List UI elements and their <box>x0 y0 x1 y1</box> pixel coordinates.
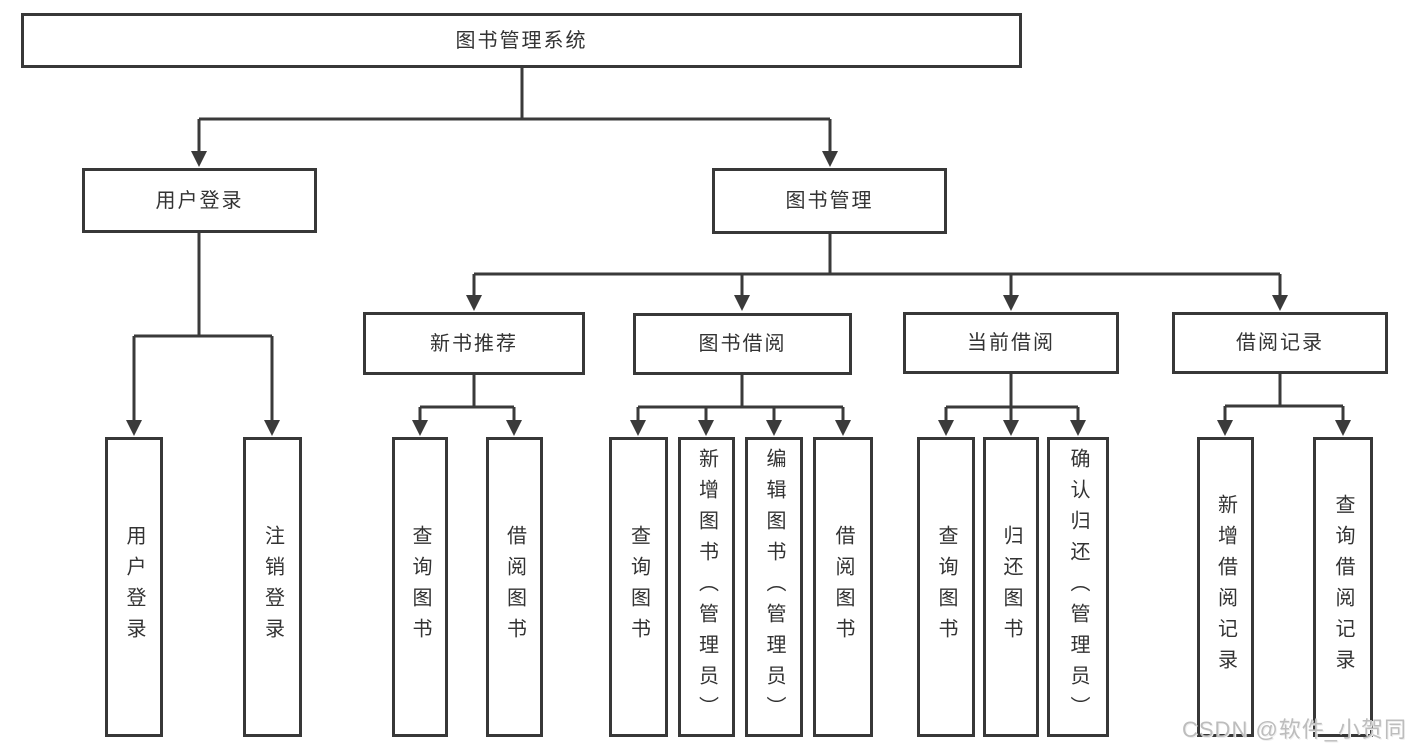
leaf-newbook-borrow-label: 借阅图书 <box>503 525 526 649</box>
arrowheads-currentborrow-to-leaves <box>938 420 1086 436</box>
arrowheads-bookmgmt-to-level3 <box>466 295 1288 311</box>
node-new-book-recommend: 新书推荐 <box>363 312 585 375</box>
leaf-current-confirm-admin-label: 确认归还（管理员） <box>1067 447 1089 727</box>
node-book-management: 图书管理 <box>712 168 947 234</box>
leaf-borrow-edit-admin-label: 编辑图书（管理员） <box>763 447 785 727</box>
leaf-user-login-label: 用户登录 <box>123 525 145 649</box>
node-borrow-record-label: 借阅记录 <box>1236 332 1324 354</box>
csdn-watermark: CSDN @软件_小贺同学 <box>1182 717 1405 742</box>
node-book-borrow-label: 图书借阅 <box>698 333 787 355</box>
node-book-borrow: 图书借阅 <box>633 313 852 375</box>
leaf-current-query-label: 查询图书 <box>935 525 957 649</box>
arrowheads-borrowrecord-to-leaves <box>1217 420 1351 436</box>
connector-root-to-level2 <box>197 68 832 152</box>
node-root-system-label: 图书管理系统 <box>455 29 588 52</box>
connector-bookborrow-to-leaves <box>636 375 845 421</box>
leaf-newbook-borrow: 借阅图书 <box>486 437 543 737</box>
node-current-borrow: 当前借阅 <box>903 312 1119 374</box>
leaf-borrow-book: 借阅图书 <box>813 437 873 737</box>
node-new-book-recommend-label: 新书推荐 <box>430 332 518 355</box>
arrowheads-bookborrow-to-leaves <box>630 420 851 436</box>
connector-bookmgmt-to-level3 <box>472 234 1282 296</box>
leaf-record-add: 新增借阅记录 <box>1197 437 1254 737</box>
node-borrow-record: 借阅记录 <box>1172 312 1388 374</box>
leaf-logout: 注销登录 <box>243 437 302 737</box>
leaf-borrow-query-label: 查询图书 <box>627 525 650 649</box>
leaf-newbook-query-label: 查询图书 <box>409 525 431 649</box>
leaf-borrow-edit-admin: 编辑图书（管理员） <box>745 437 803 737</box>
node-user-login: 用户登录 <box>82 168 317 233</box>
leaf-current-return: 归还图书 <box>983 437 1039 737</box>
connector-borrowrecord-to-leaves <box>1223 374 1345 421</box>
leaf-current-query: 查询图书 <box>917 437 975 737</box>
connector-newbook-to-leaves <box>418 375 516 421</box>
leaf-borrow-book-label: 借阅图书 <box>832 525 854 649</box>
leaf-record-query-label: 查询借阅记录 <box>1332 494 1354 680</box>
leaf-current-confirm-admin: 确认归还（管理员） <box>1047 437 1109 737</box>
node-current-borrow-label: 当前借阅 <box>967 332 1055 354</box>
leaf-borrow-query: 查询图书 <box>609 437 668 737</box>
leaf-logout-label: 注销登录 <box>261 525 284 649</box>
leaf-borrow-add-admin-label: 新增图书（管理员） <box>695 447 718 727</box>
leaf-record-query: 查询借阅记录 <box>1313 437 1373 737</box>
arrowheads-userlogin-to-leaves <box>126 420 280 436</box>
leaf-borrow-add-admin: 新增图书（管理员） <box>678 437 735 737</box>
connector-userlogin-to-leaves <box>132 233 274 421</box>
connector-currentborrow-to-leaves <box>944 374 1080 421</box>
node-root-system: 图书管理系统 <box>21 13 1022 68</box>
leaf-user-login: 用户登录 <box>105 437 163 737</box>
arrowheads-root-to-level2 <box>191 151 838 167</box>
node-user-login-label: 用户登录 <box>155 189 244 212</box>
leaf-record-add-label: 新增借阅记录 <box>1214 494 1237 680</box>
arrowheads-newbook-to-leaves <box>412 420 522 436</box>
node-book-management-label: 图书管理 <box>785 190 874 212</box>
leaf-newbook-query: 查询图书 <box>392 437 448 737</box>
leaf-current-return-label: 归还图书 <box>1000 525 1022 649</box>
